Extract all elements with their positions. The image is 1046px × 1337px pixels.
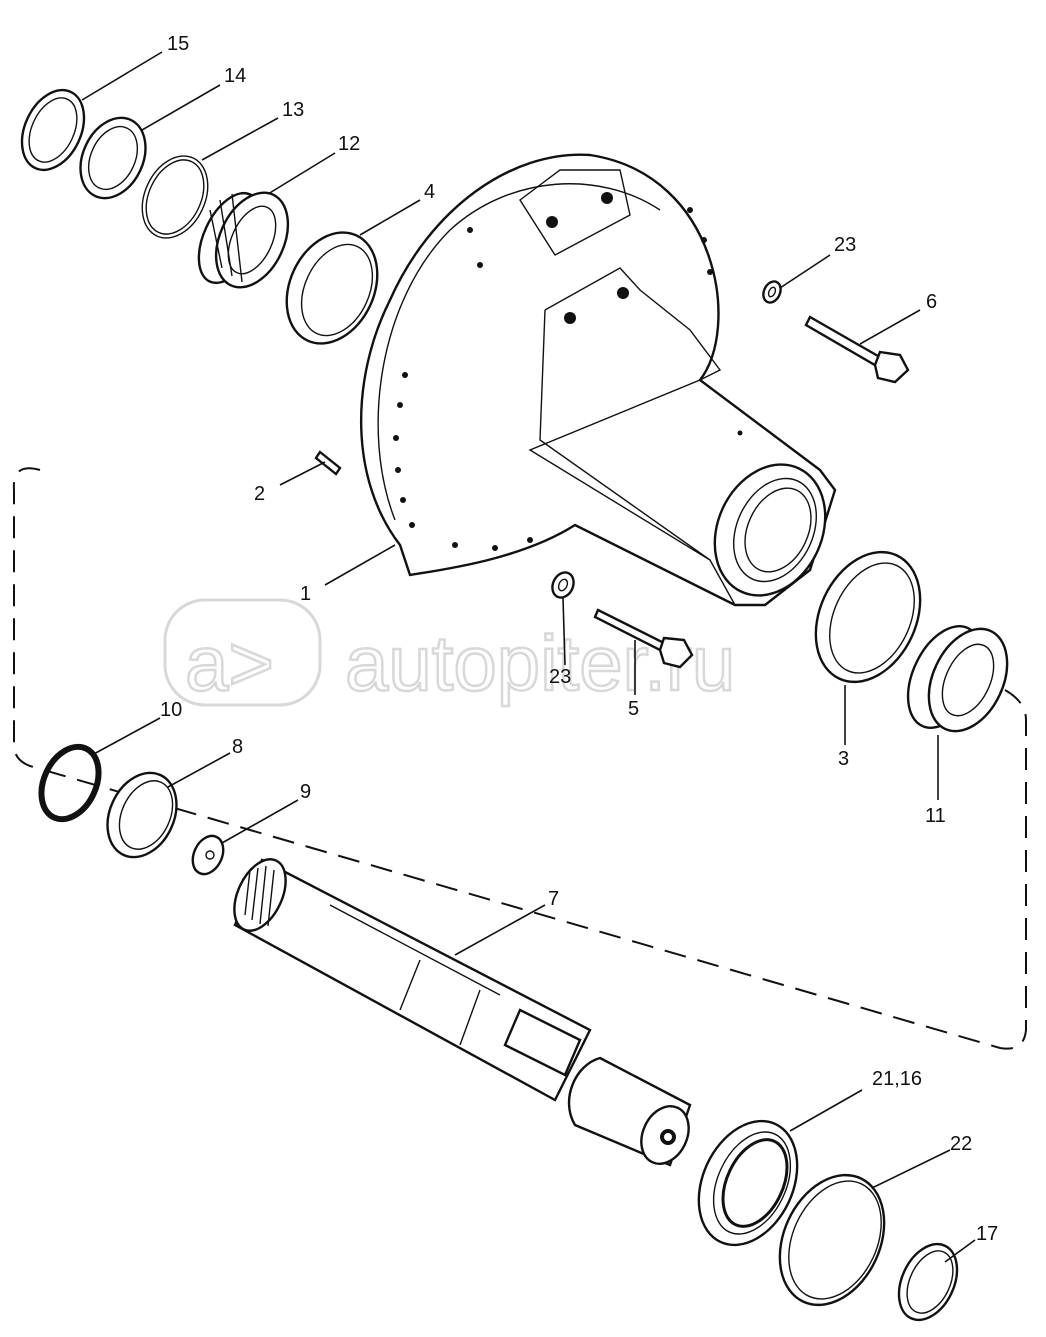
part-4-bearing-cup <box>285 231 379 345</box>
part-2-dowel-pin <box>314 450 342 476</box>
callout-7: 7 <box>548 888 559 910</box>
part-12-roller-bearing <box>197 191 290 289</box>
part-17-snap-ring <box>897 1242 959 1322</box>
dashed-line-upper <box>40 470 1000 1040</box>
callout-17: 17 <box>976 1223 998 1245</box>
callout-21-16: 21,16 <box>872 1068 922 1090</box>
callout-13: 13 <box>282 99 304 121</box>
part-10-o-ring <box>38 743 102 823</box>
watermark: a> autopiter.ru <box>163 598 737 708</box>
part-3-bearing-cup <box>814 550 922 684</box>
callout-9: 9 <box>300 781 311 803</box>
callout-10: 10 <box>160 699 182 721</box>
callout-3: 3 <box>838 748 849 770</box>
part-11-roller-bearing <box>906 625 1009 733</box>
part-6-bolt <box>804 315 910 384</box>
callout-labels: 15 14 13 12 4 23 6 2 1 23 5 3 11 10 8 9 … <box>160 33 998 1245</box>
callout-2: 2 <box>254 483 265 505</box>
part-13-shim-ring <box>141 155 209 239</box>
part-14-ring <box>79 116 147 200</box>
callout-15: 15 <box>167 33 189 55</box>
watermark-logo: a> <box>185 619 274 707</box>
part-8-seal <box>106 771 178 859</box>
part-7-shaft <box>233 858 592 1102</box>
callout-14: 14 <box>224 65 246 87</box>
part-23-washer-top <box>762 280 782 304</box>
part-21-16-seal <box>697 1119 799 1247</box>
callout-4: 4 <box>424 181 435 203</box>
part-15-snap-ring <box>20 88 86 172</box>
callout-12: 12 <box>338 133 360 155</box>
assembly-boundary-dashed <box>12 467 1027 1050</box>
part-23-washer-bottom <box>551 571 575 599</box>
coupling-sleeve <box>567 1056 692 1167</box>
callout-8: 8 <box>232 736 243 758</box>
callout-11: 11 <box>925 805 946 827</box>
callout-23-top: 23 <box>834 234 856 256</box>
part-5-bolt <box>593 608 694 669</box>
callout-22: 22 <box>950 1133 972 1155</box>
part-22-ring <box>778 1173 886 1307</box>
part-1-hub-housing <box>359 153 837 607</box>
callout-1: 1 <box>300 583 311 605</box>
leader-lines <box>81 51 976 1263</box>
part-9-washer <box>191 834 225 876</box>
callout-5: 5 <box>628 698 639 720</box>
callout-23-bottom: 23 <box>549 666 571 688</box>
callout-6: 6 <box>926 291 937 313</box>
